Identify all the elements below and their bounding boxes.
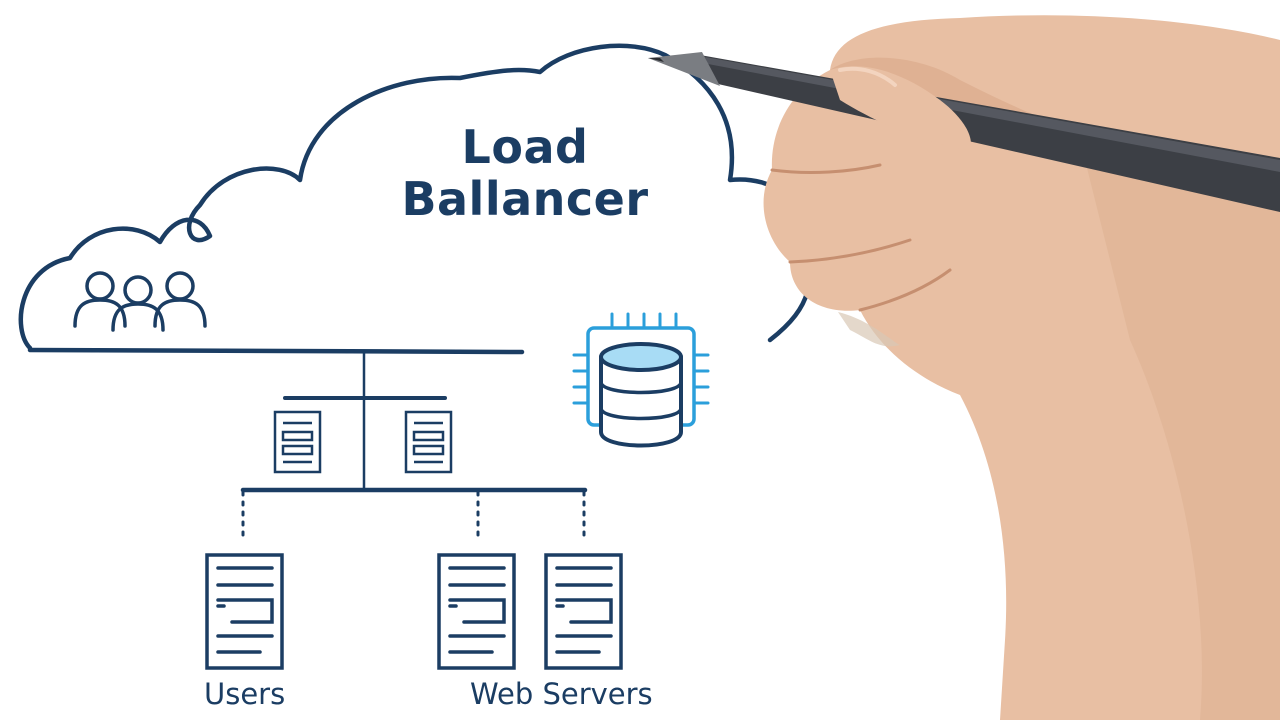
server-icon [273,410,322,474]
diagram-title-line2: Ballancer [401,172,649,226]
server-icon [437,553,516,670]
server-icon [544,553,623,670]
diagram-title-line1: Load [461,120,589,174]
server-icon [404,410,453,474]
database-chip-icon [572,312,710,448]
users-group-icon [73,271,207,332]
users-label: Users [204,677,286,711]
web-servers-label: Web Servers [470,677,653,711]
connector-lines [240,350,588,542]
cloud-outline [18,43,813,351]
server-icon [205,553,284,670]
top-bus-line [27,347,525,355]
hand-holding-pen [648,15,1280,720]
